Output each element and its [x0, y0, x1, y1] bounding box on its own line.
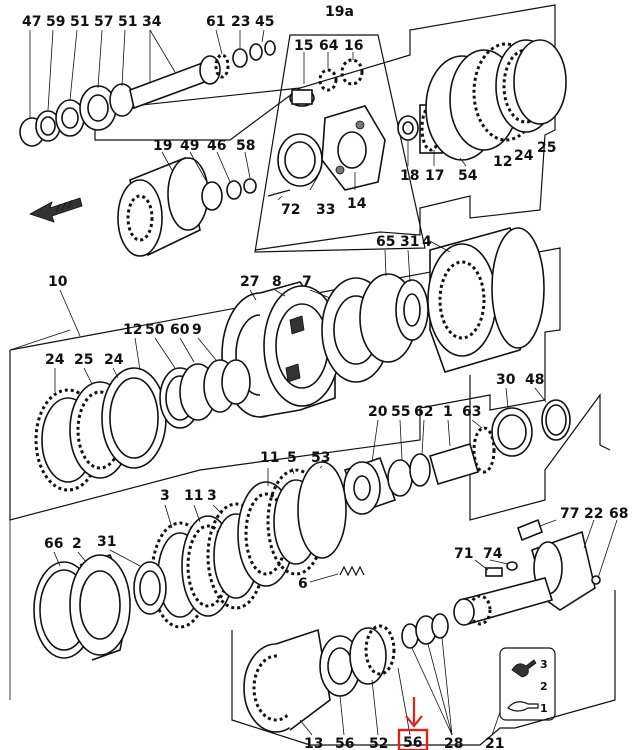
label-12: 12	[493, 154, 512, 170]
legend-label-3: 3	[540, 658, 548, 671]
label-19a: 19a	[325, 4, 354, 20]
label-55: 55	[391, 404, 410, 420]
clutch-pack-top	[397, 39, 567, 161]
label-58: 58	[236, 138, 255, 154]
label-27: 27	[240, 274, 259, 290]
label-21: 21	[485, 736, 504, 750]
label-6: 6	[298, 576, 308, 592]
label-77: 77	[560, 506, 579, 522]
label-2: 2	[72, 536, 82, 552]
label-23: 23	[231, 14, 250, 30]
label-16: 16	[344, 38, 363, 54]
label-22: 22	[584, 506, 603, 522]
label-13: 13	[304, 736, 323, 750]
label-49: 49	[180, 138, 199, 154]
label-33: 33	[316, 202, 335, 218]
planetary-19a	[267, 58, 386, 197]
label-31: 31	[400, 234, 419, 250]
label-19: 19	[153, 138, 172, 154]
label-51: 51	[70, 14, 89, 30]
label-9: 9	[192, 322, 202, 338]
label-10: 10	[48, 274, 68, 290]
label-15: 15	[294, 38, 313, 54]
label-56: 56	[335, 736, 354, 750]
label-5: 5	[287, 450, 297, 466]
shaft-34-assembly	[19, 40, 276, 147]
output-shaft-22	[453, 518, 601, 626]
frame-top-housing	[94, 4, 556, 251]
label-47: 47	[22, 14, 41, 30]
frame-mid-clutch	[9, 247, 561, 521]
label-3-second: 3	[207, 488, 217, 504]
drum-19	[117, 156, 257, 257]
label-31-lower: 31	[97, 534, 116, 550]
label-11: 11	[260, 450, 279, 466]
label-74: 74	[483, 546, 503, 562]
label-7: 7	[302, 274, 312, 290]
label-30: 30	[496, 372, 516, 388]
legend-label-2: 2	[540, 680, 548, 693]
label-45: 45	[255, 14, 274, 30]
grease-tube-icon	[507, 701, 539, 712]
label-3: 3	[160, 488, 170, 504]
oil-can-icon	[511, 659, 537, 678]
label-24-mid: 24	[45, 352, 65, 368]
legend-label-1: 1	[540, 702, 548, 715]
label-34: 34	[142, 14, 162, 30]
label-61: 61	[206, 14, 225, 30]
highlight-part-56	[397, 697, 429, 750]
clutch-plates-lower	[150, 461, 347, 629]
spring-6	[309, 565, 365, 583]
clutch-plates-mid	[34, 359, 251, 492]
frame-mid-edge	[9, 329, 71, 351]
label-54: 54	[458, 168, 478, 184]
label-48: 48	[525, 372, 544, 388]
frame-bearing-30-48	[469, 375, 611, 521]
lubricant-legend	[499, 647, 556, 721]
label-53: 53	[311, 450, 330, 466]
label-28: 28	[444, 736, 463, 750]
label-71: 71	[454, 546, 473, 562]
label-25: 25	[537, 140, 556, 156]
hub-1-assembly	[343, 426, 496, 515]
frame-19a-planetary	[254, 34, 426, 253]
label-11-lower: 11	[184, 488, 203, 504]
label-63: 63	[462, 404, 481, 420]
bearing-30-ring-48	[491, 399, 571, 457]
label-64: 64	[319, 38, 339, 54]
label-57: 57	[94, 14, 113, 30]
label-4: 4	[422, 234, 432, 250]
label-14: 14	[347, 196, 367, 212]
label-24-mid-second: 24	[104, 352, 124, 368]
piston-2-assembly	[33, 554, 167, 661]
label-56-highlighted: 56	[403, 735, 422, 750]
label-46: 46	[207, 138, 226, 154]
label-18: 18	[400, 168, 419, 184]
label-24: 24	[514, 148, 534, 164]
bottom-bearing-group	[243, 613, 449, 733]
label-50: 50	[145, 322, 165, 338]
clutch-housing-4	[221, 227, 545, 418]
label-51-second: 51	[118, 14, 137, 30]
label-66: 66	[44, 536, 63, 552]
label-17: 17	[425, 168, 444, 184]
label-62: 62	[414, 404, 433, 420]
label-59: 59	[46, 14, 65, 30]
label-20: 20	[368, 404, 388, 420]
label-60: 60	[170, 322, 190, 338]
direction-arrow-icon	[29, 197, 83, 223]
label-68: 68	[609, 506, 628, 522]
label-12-mid: 12	[123, 322, 142, 338]
label-65: 65	[376, 234, 395, 250]
frame-bottom-output	[231, 590, 616, 746]
label-1: 1	[443, 404, 453, 420]
label-52: 52	[369, 736, 388, 750]
label-72: 72	[281, 202, 300, 218]
label-8: 8	[272, 274, 282, 290]
label-25-mid: 25	[74, 352, 93, 368]
